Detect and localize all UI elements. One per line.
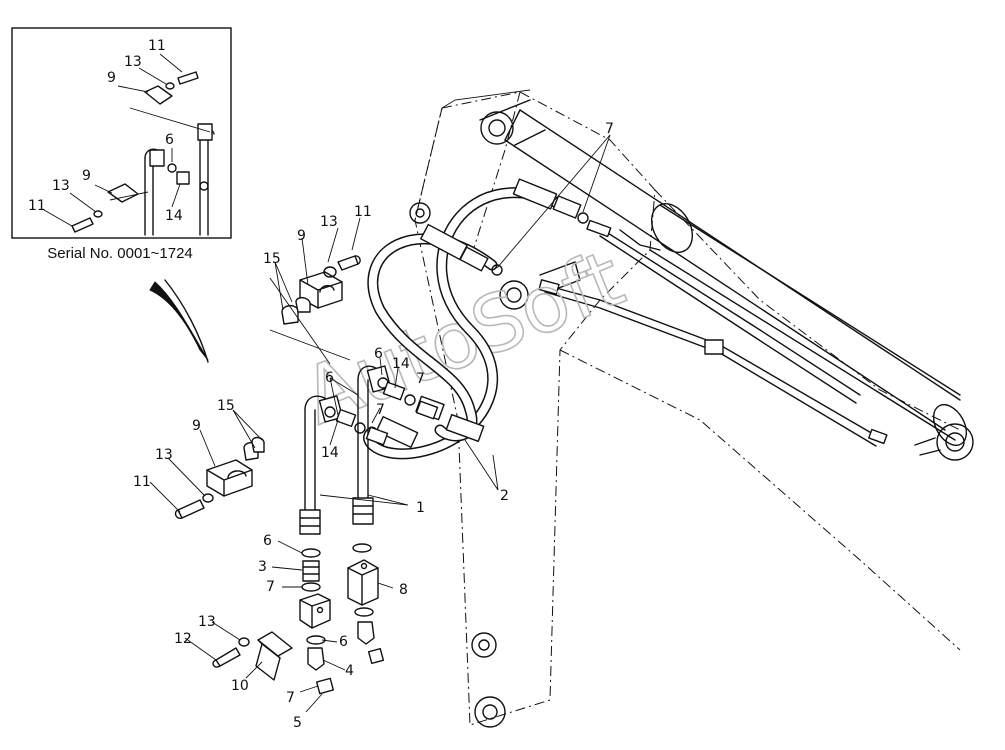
inset-label: 9 xyxy=(82,168,91,184)
inset-label: 13 xyxy=(52,178,70,194)
callout-15: 15 xyxy=(263,251,281,267)
boom-pin-left xyxy=(409,202,431,224)
elbow-fittings xyxy=(318,365,392,423)
inset-label: 11 xyxy=(148,38,166,54)
callout-6: 6 xyxy=(325,370,334,386)
boom-outline xyxy=(414,89,961,726)
hose-assembly xyxy=(363,178,589,460)
callout-13: 13 xyxy=(198,614,216,630)
boom-pin-top xyxy=(479,99,546,146)
inset-label: 11 xyxy=(28,198,46,214)
leader-lines xyxy=(149,134,611,713)
callout-14: 14 xyxy=(321,445,339,461)
callout-7: 7 xyxy=(376,402,385,418)
callout-6: 6 xyxy=(263,533,272,549)
arm-pipes xyxy=(538,219,888,447)
callout-11: 11 xyxy=(133,474,151,490)
callout-12: 12 xyxy=(174,631,192,647)
callout-13: 13 xyxy=(155,447,173,463)
callout-3: 3 xyxy=(258,559,267,575)
inset-panel: Serial No. 0001~1724 xyxy=(11,27,232,262)
inset-arrow xyxy=(149,279,209,363)
callout-6: 6 xyxy=(374,346,383,362)
callout-7: 7 xyxy=(286,690,295,706)
callout-5: 5 xyxy=(293,715,302,731)
steel-pipes xyxy=(299,365,381,535)
callout-14: 14 xyxy=(392,356,410,372)
callout-1: 1 xyxy=(416,500,425,516)
callout-7: 7 xyxy=(266,579,275,595)
serial-caption: Serial No. 0001~1724 xyxy=(47,245,193,262)
arm-cylinder xyxy=(504,109,974,461)
callout-2: 2 xyxy=(500,488,509,504)
callout-6: 6 xyxy=(339,634,348,650)
callout-9: 9 xyxy=(192,418,201,434)
clamp-lower xyxy=(174,436,265,520)
callout-9: 9 xyxy=(297,228,306,244)
inset-label: 6 xyxy=(165,132,174,148)
inset-label: 9 xyxy=(107,70,116,86)
hose-fitting xyxy=(375,178,582,448)
clamp-bottom xyxy=(212,631,293,681)
callout-4: 4 xyxy=(345,663,354,679)
callout-13: 13 xyxy=(320,214,338,230)
inset-label: 14 xyxy=(165,208,183,224)
lower-left-stack xyxy=(299,548,335,695)
callout-10: 10 xyxy=(231,678,249,694)
callout-15: 15 xyxy=(217,398,235,414)
callout-8: 8 xyxy=(399,582,408,598)
lower-right-stack xyxy=(347,543,385,665)
callout-7: 7 xyxy=(605,121,614,137)
boom-pin-mid xyxy=(499,261,581,310)
adapters xyxy=(335,381,439,446)
callout-11: 11 xyxy=(354,204,372,220)
inset-label: 13 xyxy=(124,54,142,70)
callout-7: 7 xyxy=(416,371,425,387)
boom-pin-bottom xyxy=(471,632,506,728)
